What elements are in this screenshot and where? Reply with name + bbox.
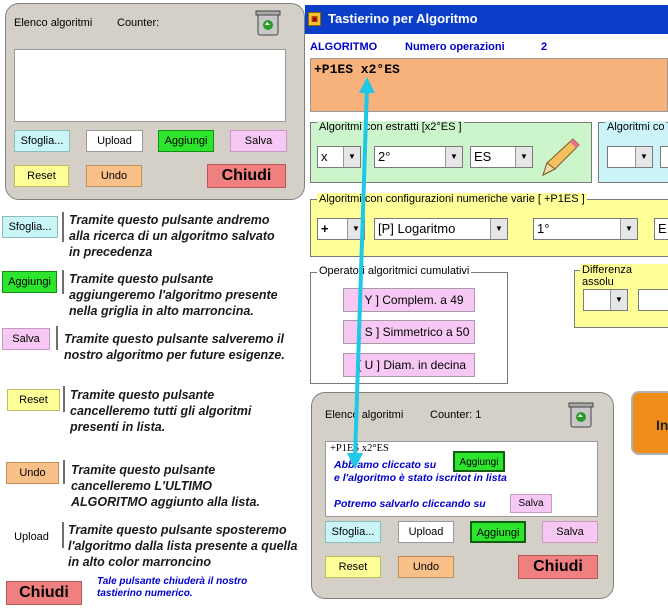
pencil-icon: [537, 135, 583, 179]
aggiungi-button[interactable]: Aggiungi: [470, 521, 526, 543]
double-arrow-icon: [347, 77, 375, 469]
chevron-down-icon: ▼: [347, 219, 364, 239]
sfoglia-button[interactable]: Sfoglia...: [325, 521, 381, 543]
config-position-select[interactable]: 1°▼: [533, 218, 638, 240]
aggiungi-button[interactable]: Aggiungi: [158, 130, 214, 152]
chevron-down-icon: ▼: [515, 147, 532, 167]
legend-sfoglia-button: Sfoglia...: [2, 216, 58, 238]
chevron-down-icon: ▼: [445, 147, 462, 167]
config-extra-select[interactable]: E: [654, 218, 668, 240]
algoritmo-label: ALGORITMO: [310, 41, 378, 53]
right-cut-select-2[interactable]: [660, 146, 668, 168]
chiudi-button[interactable]: Chiudi: [518, 555, 598, 579]
reset-button[interactable]: Reset: [325, 556, 381, 578]
upload-button[interactable]: Upload: [86, 130, 143, 152]
legend-divider: [62, 212, 64, 242]
legend-undo-button: Undo: [6, 462, 59, 484]
simmetrico-50-button[interactable]: [ S ] Simmetrico a 50: [343, 320, 475, 344]
insert-button[interactable]: In: [631, 391, 668, 455]
configurazioni-group-title: Algoritmi con configurazioni numeriche v…: [317, 193, 587, 205]
legend-chiudi-button: Chiudi: [6, 581, 82, 605]
legend-upload-text: Tramite questo pulsante sposteremo l'alg…: [68, 523, 298, 569]
legend-aggiungi-text: Tramite questo pulsante aggiungeremo l'a…: [69, 272, 278, 318]
legend-reset-text: Tramite questo pulsante cancelleremo tut…: [70, 388, 252, 434]
chevron-down-icon: ▼: [610, 290, 627, 310]
note-clicked: Abbiamo cliccato su: [334, 459, 437, 471]
estratti-type-select[interactable]: ES▼: [470, 146, 533, 168]
estratti-group-title: Algoritmi con estratti [x2°ES ]: [317, 121, 464, 133]
estratti-operator-select[interactable]: x▼: [317, 146, 361, 168]
inline-salva-button: Salva: [510, 494, 552, 513]
config-function-select[interactable]: [P] Logaritmo▼: [374, 218, 508, 240]
legend-aggiungi-button: Aggiungi: [2, 271, 57, 293]
undo-button[interactable]: Undo: [398, 556, 454, 578]
window-title: Tastierino per Algoritmo: [328, 11, 478, 26]
chiudi-button[interactable]: Chiudi: [207, 164, 286, 188]
panel-title: Elenco algoritmi: [14, 17, 93, 29]
diametrale-decina-button[interactable]: [ U ] Diam. in decina: [343, 353, 475, 377]
numero-operazioni-value: 2: [541, 41, 548, 53]
legend-divider: [63, 386, 65, 412]
sfoglia-button[interactable]: Sfoglia...: [14, 130, 70, 152]
differenza-select-2[interactable]: [638, 289, 668, 311]
legend-chiudi-text: Tale pulsante chiuderà il nostro tastier…: [97, 576, 248, 599]
chevron-down-icon: ▼: [635, 147, 652, 167]
config-operator-select[interactable]: +▼: [317, 218, 365, 240]
right-cut-group-title: Algoritmi co: [605, 121, 667, 133]
algorithm-value: +P1ES x2°ES: [314, 62, 400, 77]
trash-icon[interactable]: [255, 8, 281, 36]
algorithm-list[interactable]: [14, 49, 286, 122]
counter-label: Counter: 1: [430, 409, 482, 421]
chevron-down-icon: ▼: [490, 219, 507, 239]
inline-aggiungi-button: Aggiungi: [453, 451, 505, 472]
window-titlebar[interactable]: ▣ Tastierino per Algoritmo: [305, 5, 668, 34]
differenza-select[interactable]: ▼: [583, 289, 628, 311]
legend-divider: [62, 270, 64, 294]
trash-icon[interactable]: [568, 400, 594, 428]
note-added: e l'algoritmo è stato iscritot in lista: [334, 472, 507, 484]
upload-button[interactable]: Upload: [398, 521, 454, 543]
app-icon: ▣: [308, 12, 321, 26]
salva-button[interactable]: Salva: [542, 521, 598, 543]
differenza-group-title: Differenza assolu: [580, 264, 668, 288]
estratti-position-select[interactable]: 2°▼: [374, 146, 463, 168]
salva-button[interactable]: Salva: [230, 130, 287, 152]
panel-title: Elenco algoritmi: [325, 409, 404, 421]
note-save: Potremo salvarlo cliccando su: [334, 498, 486, 510]
legend-undo-text: Tramite questo pulsante cancelleremo L'U…: [71, 463, 260, 509]
counter-label: Counter:: [117, 17, 160, 29]
chevron-down-icon: ▼: [343, 147, 360, 167]
legend-sfoglia-text: Tramite questo pulsante andremo alla ric…: [69, 213, 275, 259]
legend-reset-button: Reset: [7, 389, 60, 411]
legend-salva-text: Tramite questo pulsante salveremo il nos…: [64, 332, 285, 362]
reset-button[interactable]: Reset: [14, 165, 69, 187]
legend-divider: [56, 326, 58, 350]
chevron-down-icon: ▼: [620, 219, 637, 239]
numero-operazioni-label: Numero operazioni: [405, 41, 505, 53]
legend-upload-button: Upload: [5, 527, 58, 549]
complemento-49-button[interactable]: [ Y ] Complem. a 49: [343, 288, 475, 312]
legend-divider: [63, 460, 65, 484]
cumulativi-group-title: Operatori algoritmici cumulativi: [317, 265, 472, 277]
legend-salva-button: Salva: [2, 328, 50, 350]
undo-button[interactable]: Undo: [86, 165, 142, 187]
list-item[interactable]: +P1ES x2°ES: [330, 443, 389, 454]
legend-divider: [62, 522, 64, 548]
right-cut-select[interactable]: ▼: [607, 146, 653, 168]
